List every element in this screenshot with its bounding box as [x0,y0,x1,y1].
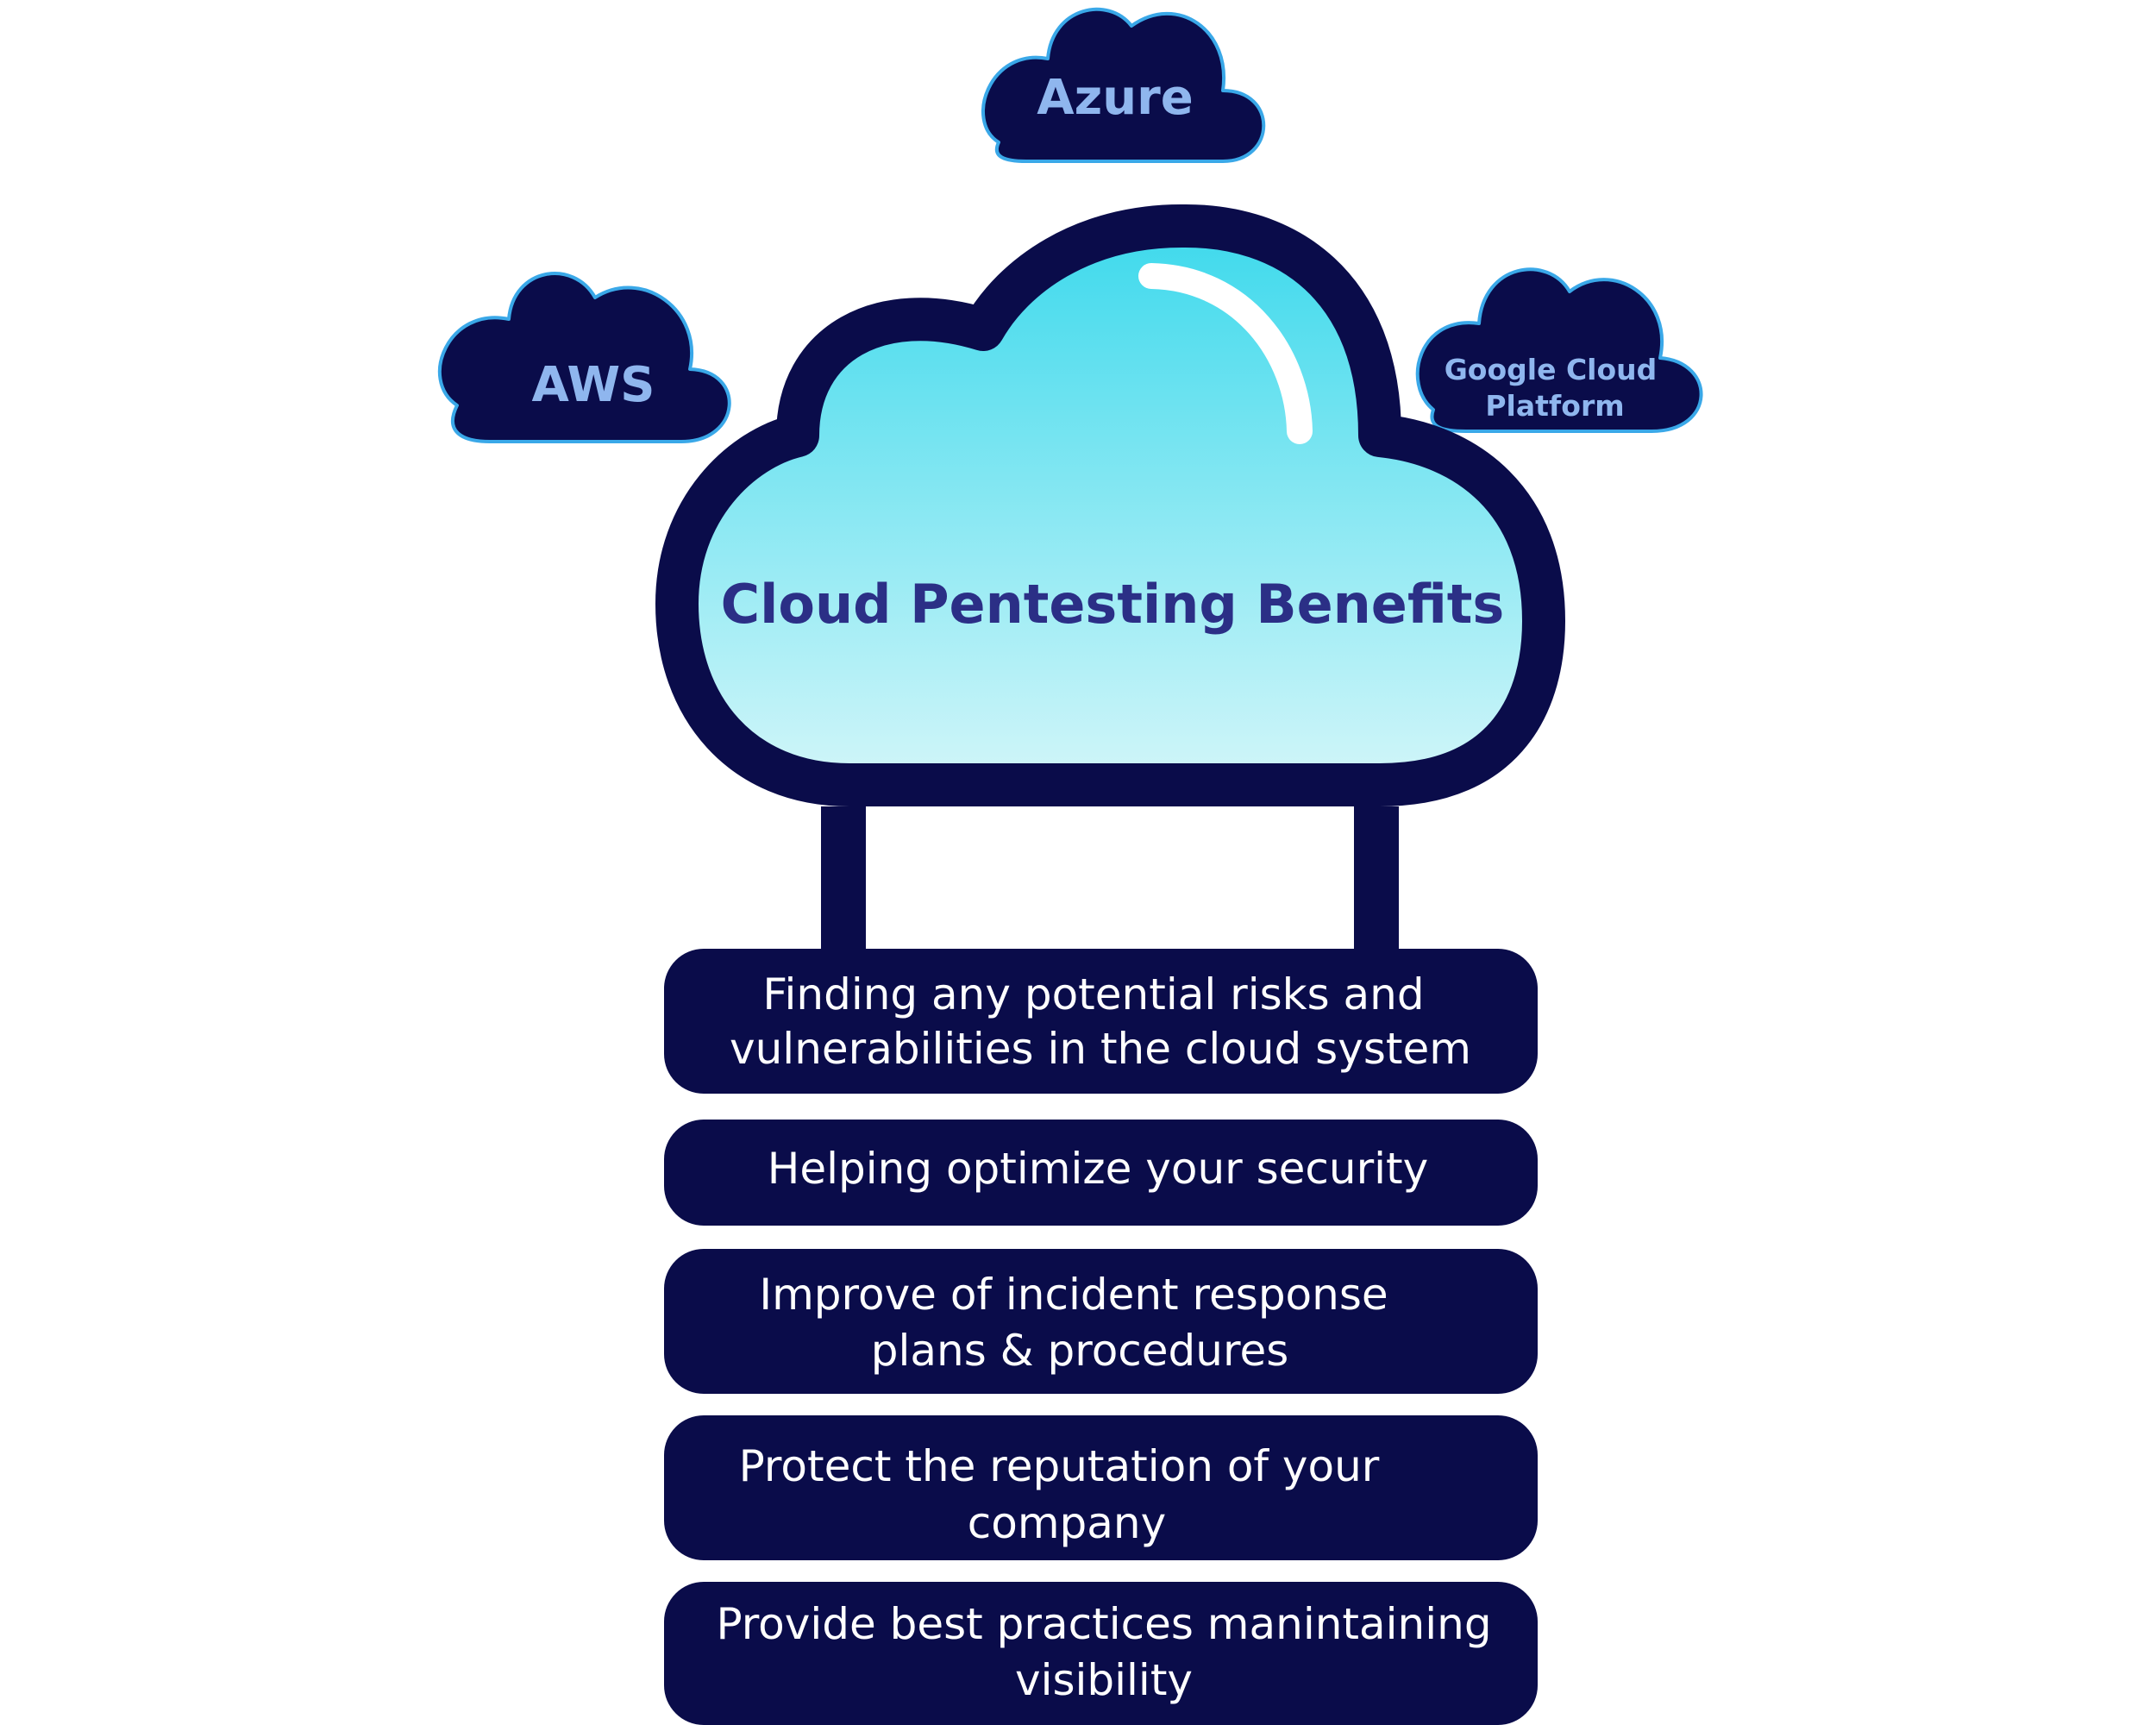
gcp-cloud-shape [1415,267,1703,433]
benefit-box [664,1415,1538,1560]
azure-cloud-shape [981,7,1266,163]
left-connector [821,806,866,953]
google-cloud-platform-cloud: Google Cloud Platform [1415,267,1703,433]
benefit-box [664,949,1538,1094]
benefit-item-1: Finding any potential risks and vulnerab… [664,949,1538,1094]
benefit-text-line: vulnerabilities in the cloud system [730,1024,1471,1074]
benefit-box [664,1120,1538,1226]
benefit-text-line: Improve of incident response [759,1270,1388,1320]
benefit-box [664,1249,1538,1394]
azure-cloud: Azure [981,7,1266,163]
cloud-highlight [1138,263,1313,444]
aws-label: AWS [532,357,655,413]
aws-cloud: AWS [438,272,731,443]
aws-cloud-shape [438,272,731,443]
benefit-item-3: Improve of incident response plans & pro… [664,1249,1538,1394]
benefit-text-line: company [968,1498,1166,1548]
right-connector [1354,806,1399,953]
gcp-label-line1: Google Cloud [1445,353,1658,386]
azure-label: Azure [1037,70,1193,126]
benefit-text-line: plans & procedures [871,1326,1289,1376]
benefit-text-line: Protect the reputation of your [739,1441,1380,1491]
benefit-item-5: Provide best practices manintaining visi… [664,1582,1538,1725]
benefit-item-2: Helping optimize your security [664,1120,1538,1226]
benefit-text-line: Provide best practices manintaining [716,1599,1491,1649]
main-cloud-shape [655,204,1565,806]
main-title: Cloud Pentesting Benefits [721,573,1505,636]
gcp-label-line2: Platform [1485,389,1624,423]
benefit-item-4: Protect the reputation of your company [664,1415,1538,1560]
benefit-text-line: visibility [1015,1655,1193,1705]
benefit-text-line: Finding any potential risks and [762,969,1424,1019]
benefit-box [664,1582,1538,1725]
main-cloud: Cloud Pentesting Benefits [655,204,1565,806]
benefit-text-line: Helping optimize your security [768,1144,1428,1194]
